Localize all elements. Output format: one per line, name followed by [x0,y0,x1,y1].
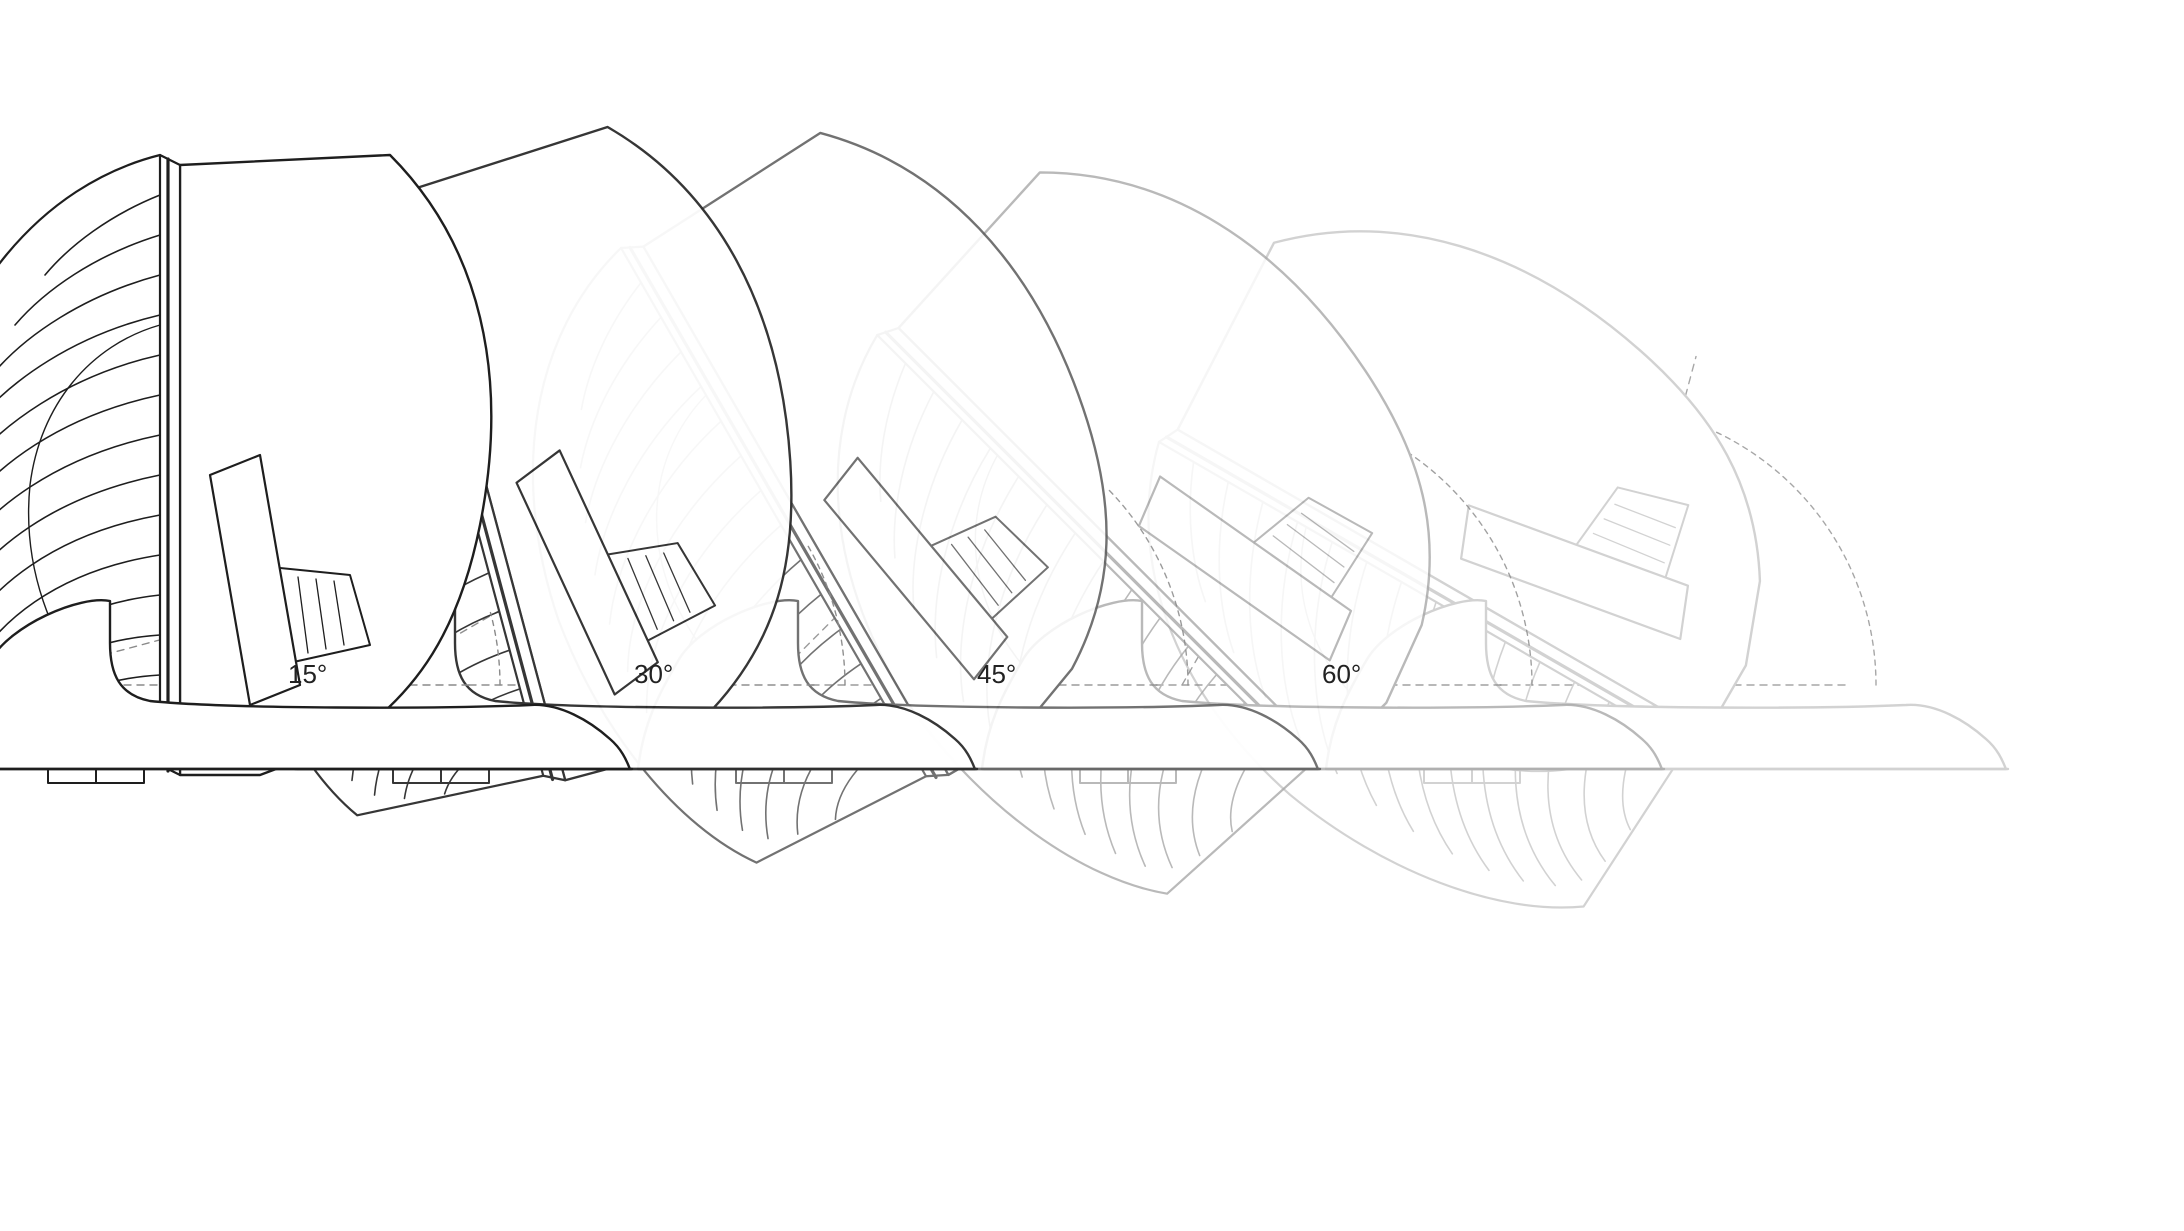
fan-stage-1 [0,153,634,785]
angle-arc [1391,441,1533,686]
angle-arc [1105,486,1189,686]
angle-label-15: 15° [288,659,327,689]
fan-stage-5 [1033,153,2010,969]
angle-arc [806,544,846,686]
angle-label-45: 45° [977,659,1016,689]
angle-label-60: 60° [1322,659,1361,689]
angle-arc [489,611,501,686]
fan-stage-3 [404,80,1322,911]
angle-label-30: 30° [634,659,673,689]
fan-stage-4 [700,99,1666,951]
angle-arc [1667,413,1877,686]
